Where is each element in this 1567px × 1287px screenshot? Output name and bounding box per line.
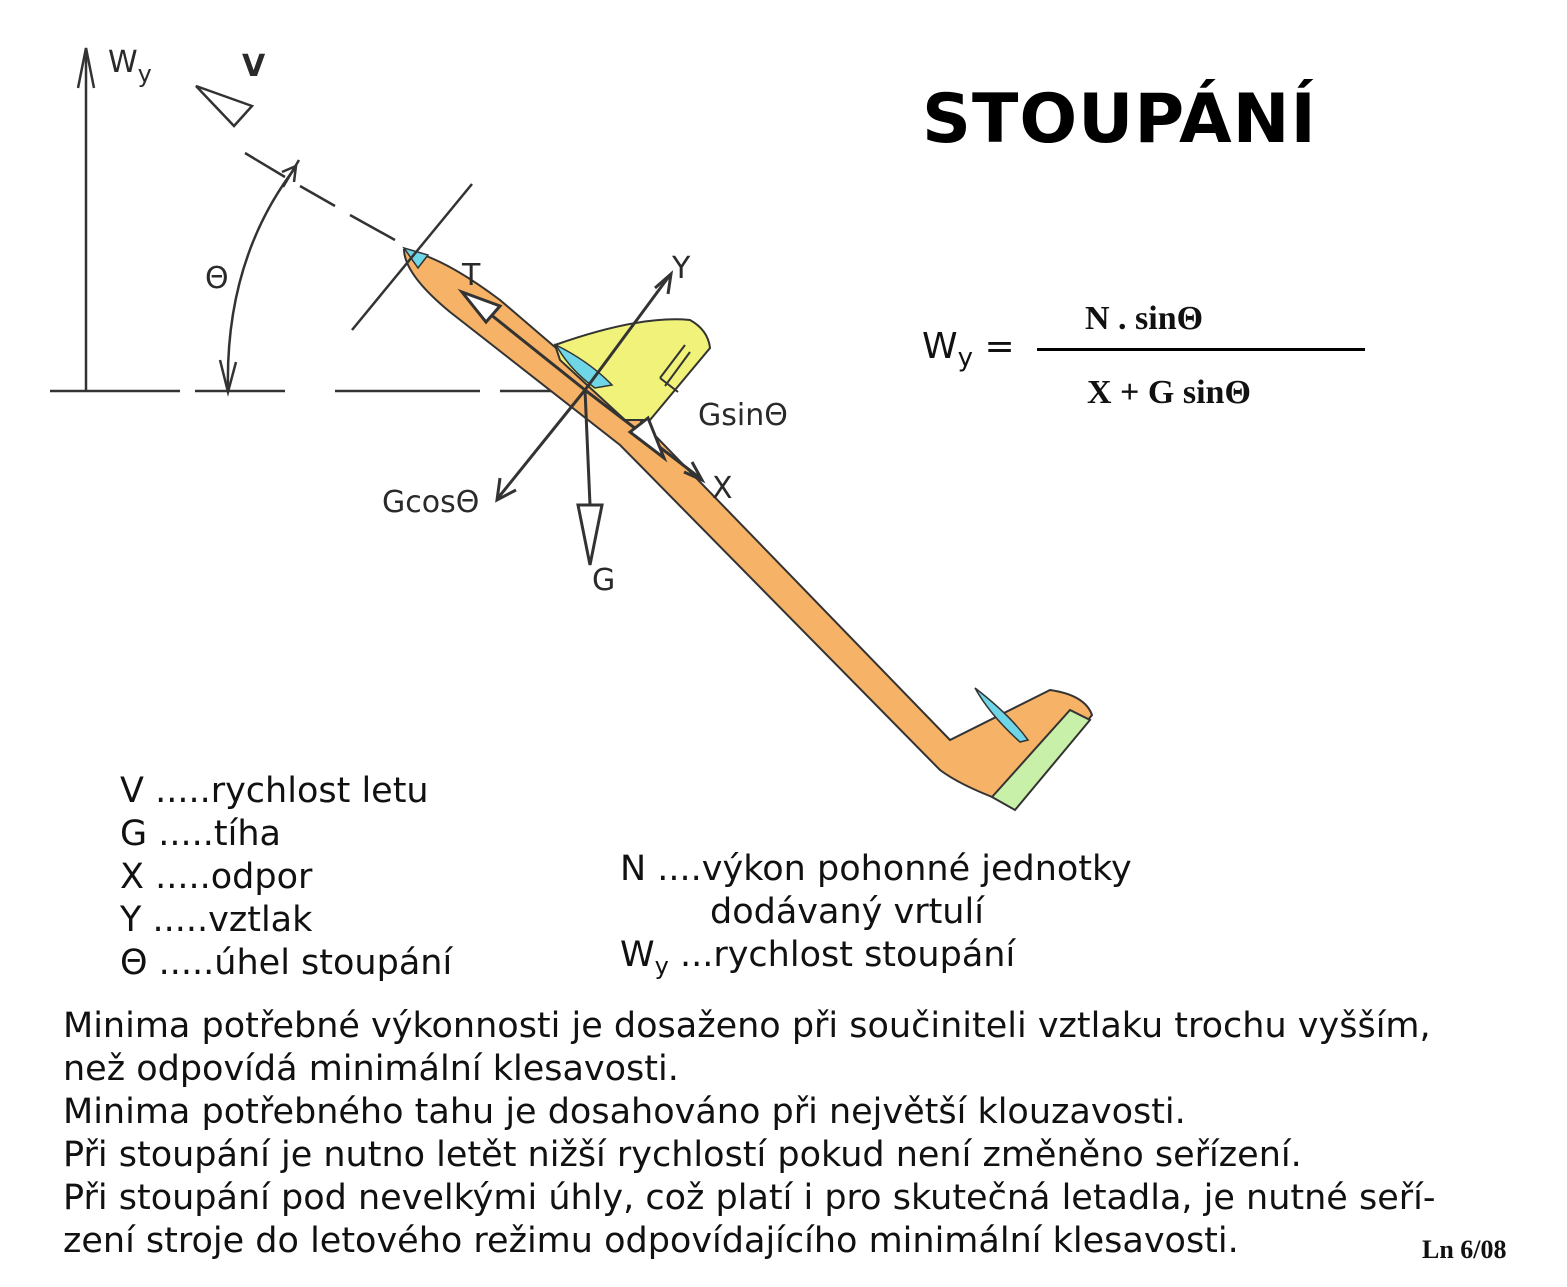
page-reference: Ln 6/08 [1422, 1235, 1507, 1264]
notes-paragraph: Minima potřebné výkonnosti je dosaženo p… [63, 1005, 1435, 1263]
legend-item-n-cont: dodávaný vrtulí [710, 892, 984, 932]
note-line: než odpovídá minimální klesavosti. [63, 1049, 679, 1089]
wy-axis-arrow [76, 47, 96, 390]
note-line: Minima potřebného tahu je dosahováno při… [63, 1092, 1186, 1132]
theta-arc [226, 167, 296, 391]
legend-item: V .....rychlost letu [120, 771, 429, 811]
diagram-label-g: G [592, 563, 615, 598]
diagram-label-theta: Θ [205, 261, 229, 296]
wing [553, 318, 712, 421]
canopy [554, 343, 614, 389]
fraction-bar [1037, 348, 1365, 351]
note-line: Při stoupání pod nevelkými úhly, což pla… [63, 1178, 1436, 1218]
diagram-label-gsin: GsinΘ [698, 398, 788, 433]
legend-item: X .....odpor [120, 857, 313, 897]
velocity-vector [195, 84, 396, 242]
legend-item: G .....tíha [120, 814, 281, 854]
legend-right: N ....výkon pohonné jednotky dodávaný vr… [620, 848, 1132, 988]
diagram-label-y: Y [671, 251, 691, 286]
note-line: Při stoupání je nutno letět nižší rychlo… [63, 1135, 1302, 1175]
theta-arc-arrowhead [218, 359, 238, 397]
legend-item-wy: Wy ...rychlost stoupání [620, 935, 1016, 980]
force-arrows [457, 270, 706, 566]
page-title: STOUPÁNÍ [922, 80, 1317, 159]
note-line: zení stroje do letového režimu odpovídaj… [63, 1221, 1239, 1261]
legend-item: Y .....vztlak [120, 900, 313, 940]
diagram-label-wy: Wy [108, 45, 152, 88]
note-line: Minima potřebné výkonnosti je dosaženo p… [63, 1006, 1431, 1046]
diagram-label-gcos: GcosΘ [382, 485, 479, 520]
diagram-label-t: T [461, 258, 481, 293]
theta-arc-arrowhead-top [281, 163, 298, 183]
legend-item-n: N ....výkon pohonné jednotky [620, 849, 1132, 889]
aileron-lines [659, 344, 691, 393]
formula-denominator: X + G sinΘ [1087, 374, 1251, 411]
formula-lhs: Wy = [922, 326, 1015, 374]
legend-item: Θ .....úhel stoupání [120, 943, 453, 983]
legend-left: V .....rychlost letu G .....tíha X .....… [120, 770, 452, 985]
diagram-label-v: V [242, 49, 266, 84]
propeller [351, 183, 473, 331]
tail-fin-canopy [974, 687, 1030, 743]
elevator [990, 708, 1092, 812]
formula-numerator: N . sinΘ [1085, 300, 1204, 337]
diagram-label-x: X [712, 471, 733, 506]
